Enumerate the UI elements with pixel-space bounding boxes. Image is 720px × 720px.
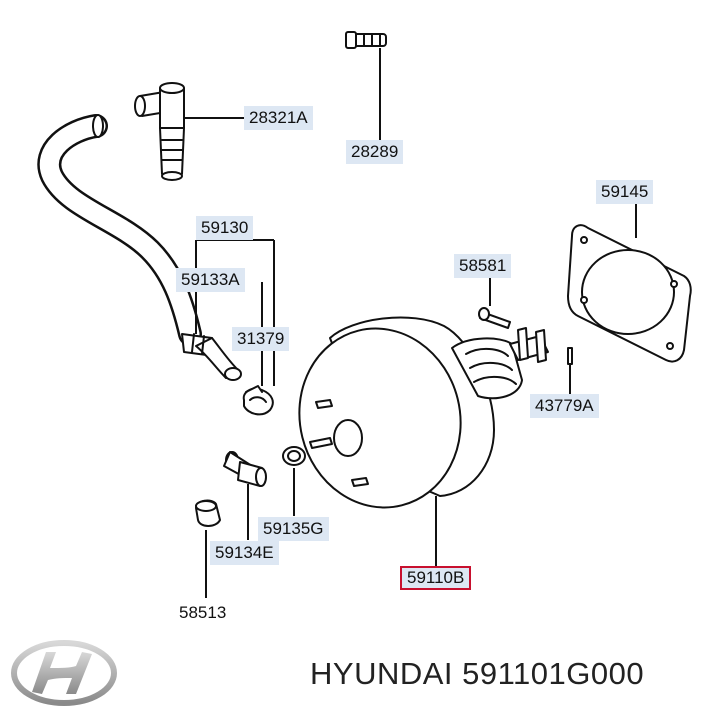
pin-43779a-part	[567, 347, 573, 365]
part-label-28289[interactable]: 28289	[346, 140, 404, 164]
footer-brand: HYUNDAI	[310, 656, 454, 691]
part-label-28321a[interactable]: 28321A	[244, 106, 313, 130]
vacuum-hose-part	[37, 114, 242, 381]
part-label-43779a[interactable]: 43779A	[530, 394, 599, 418]
part-label-59145[interactable]: 59145	[596, 180, 654, 204]
part-label-59135g[interactable]: 59135G	[258, 517, 329, 541]
footer-part-number: 591101G000	[462, 656, 645, 691]
elbow-59134e-part	[223, 451, 267, 487]
part-label-58513[interactable]: 58513	[179, 603, 227, 622]
gasket-59145-part	[567, 224, 692, 363]
vacuum-fitting-28321a-part	[134, 82, 185, 181]
hyundai-logo-icon	[11, 640, 117, 706]
bolt-28289-part	[345, 31, 387, 49]
brake-booster-59110b-part	[298, 316, 549, 509]
footer-brand-part-number: HYUNDAI 591101G000	[310, 656, 644, 692]
leader-lines	[184, 48, 637, 598]
part-label-59130[interactable]: 59130	[196, 216, 254, 240]
part-label-31379[interactable]: 31379	[232, 327, 290, 351]
part-label-58581[interactable]: 58581	[454, 254, 512, 278]
seal-59135g-part	[282, 446, 306, 466]
bolt-58581-part	[478, 307, 511, 329]
clip-31379-part	[242, 385, 274, 416]
part-label-59134e[interactable]: 59134E	[210, 541, 279, 565]
part-label-59110b-highlighted[interactable]: 59110B	[400, 566, 472, 590]
part-label-59133a[interactable]: 59133A	[176, 268, 245, 292]
grommet-58513-part	[195, 499, 221, 527]
